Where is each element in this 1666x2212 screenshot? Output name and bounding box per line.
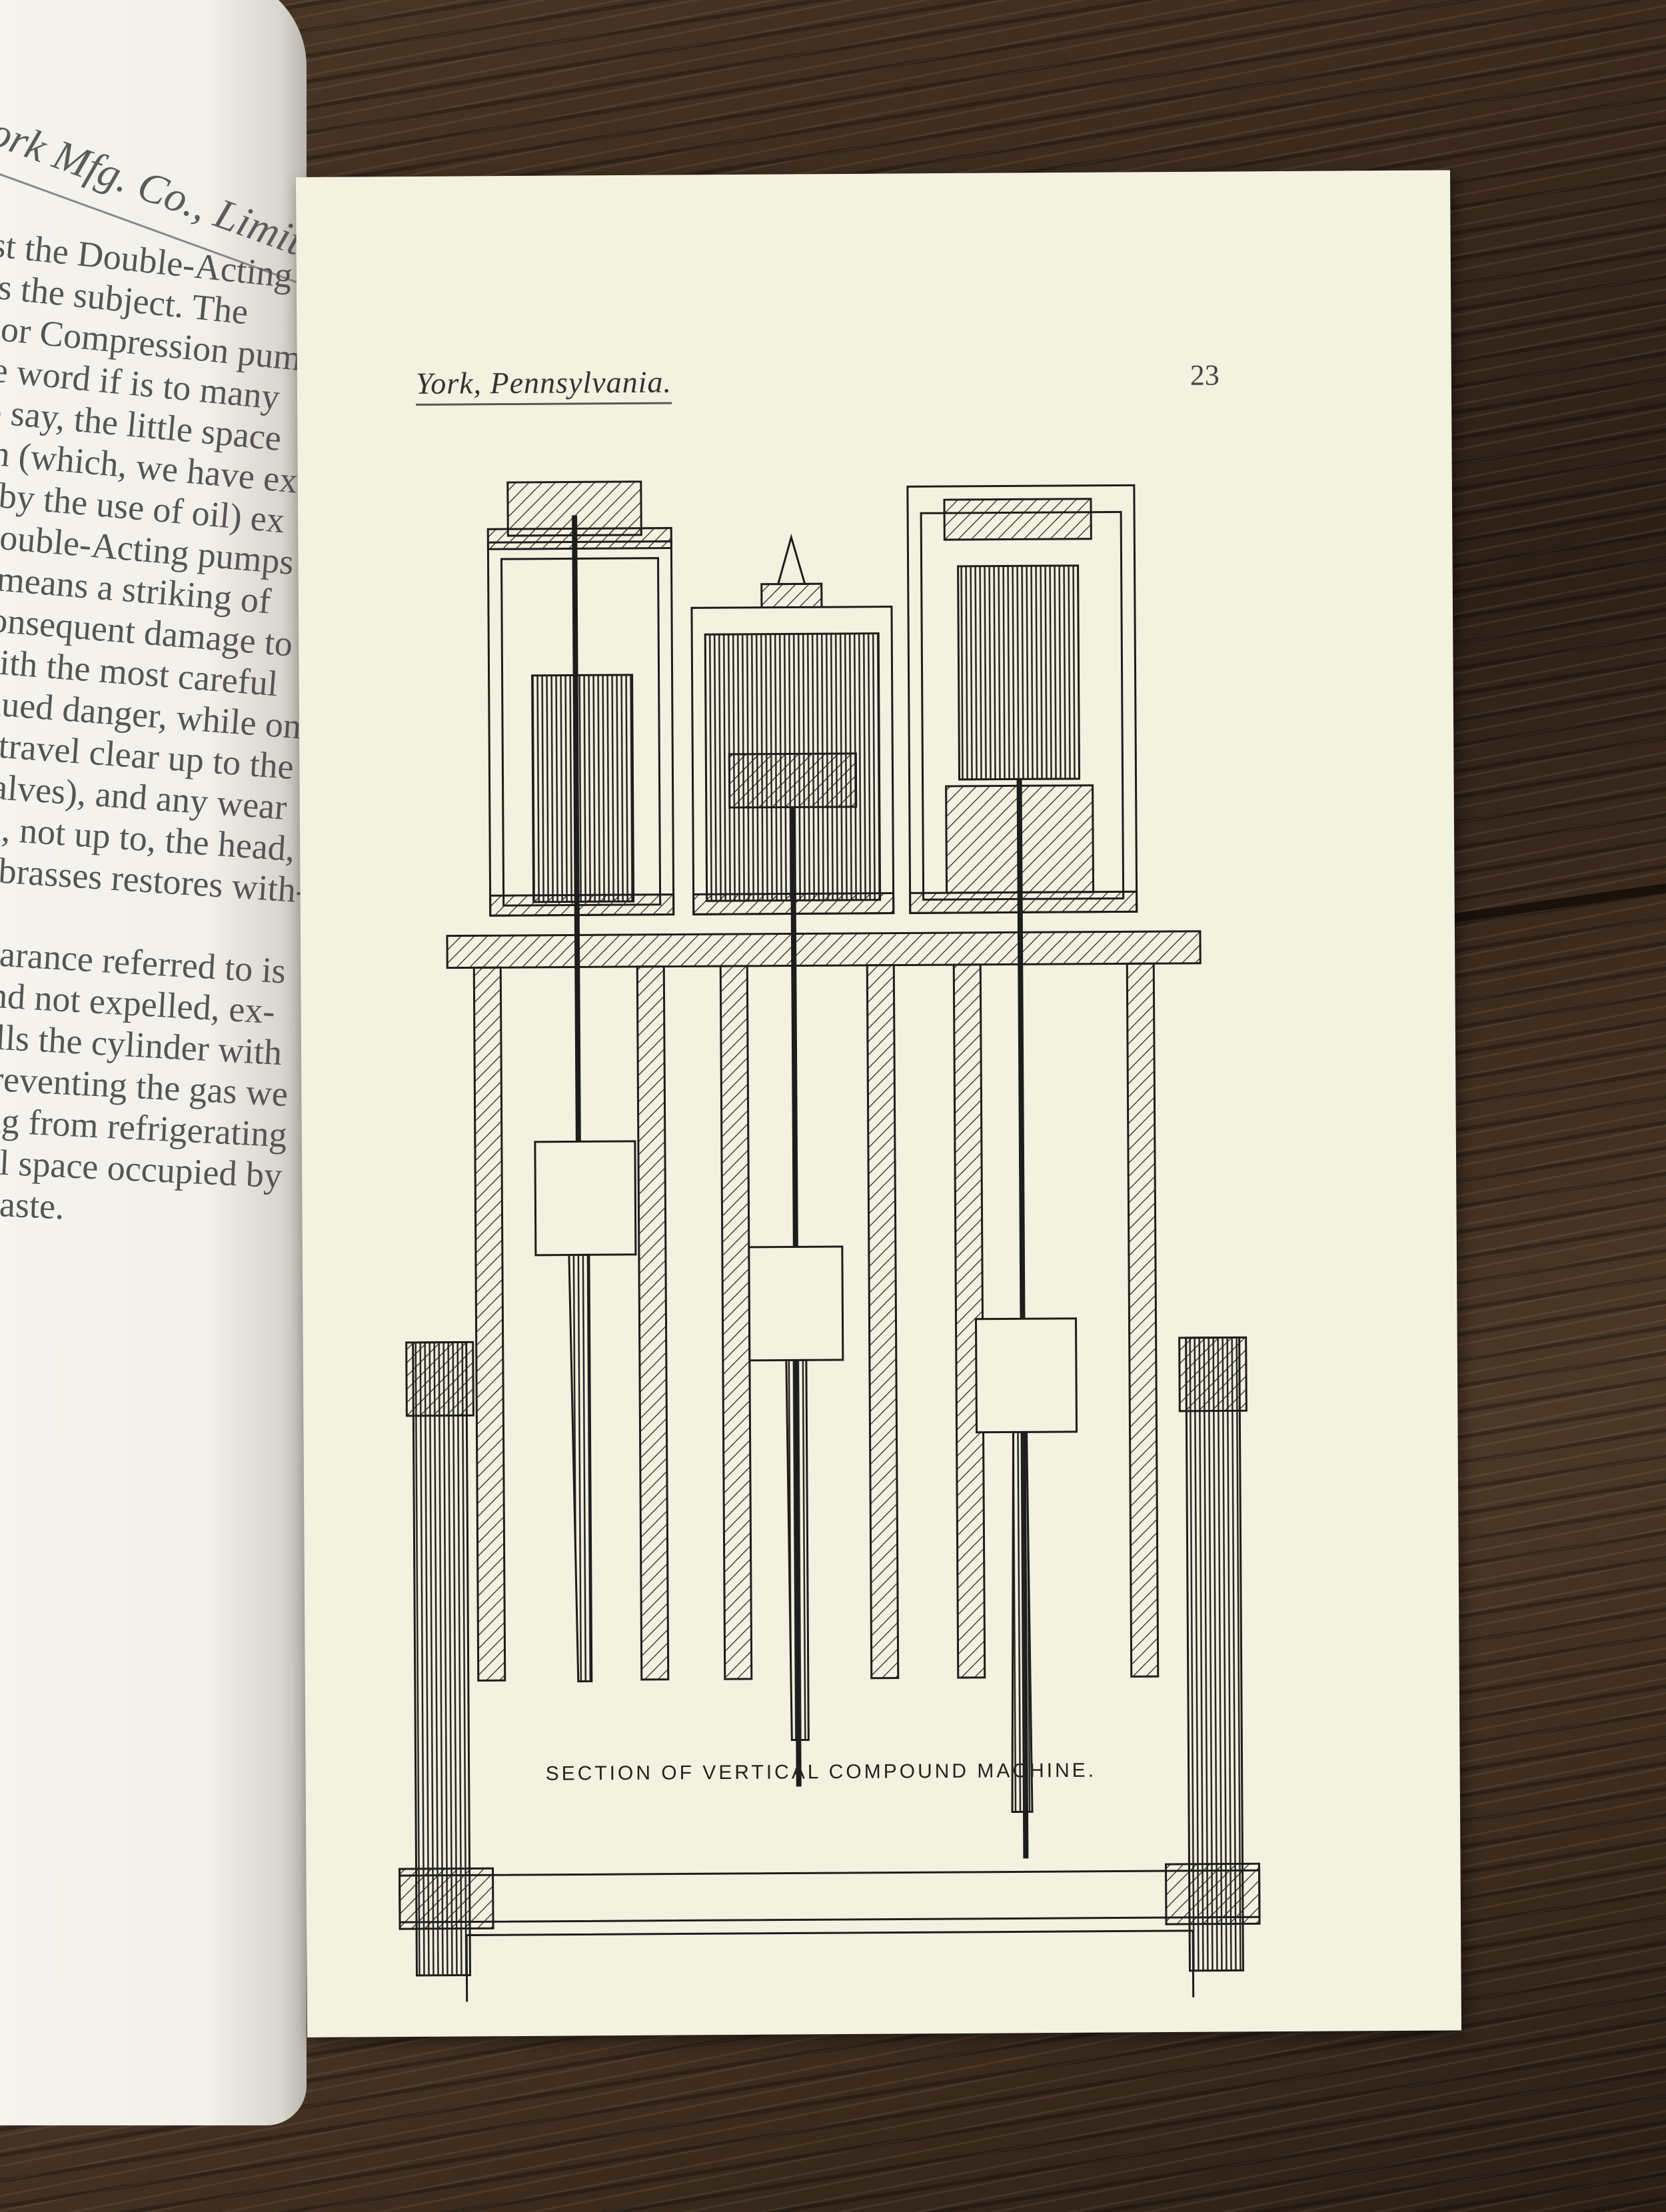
right-page: York, Pennsylvania. 23 — [296, 170, 1462, 2037]
machine-base — [465, 1930, 1195, 2003]
left-flywheel — [412, 1341, 471, 1977]
figure-caption: SECTION OF VERTICAL COMPOUND MACHINE. — [545, 1759, 1097, 1785]
right-cylinder — [906, 484, 1138, 1859]
left-cylinder — [486, 480, 675, 1195]
page-number: 23 — [1190, 358, 1220, 392]
crankshaft — [399, 1869, 1261, 1924]
right-flywheel — [1185, 1336, 1244, 1972]
left-page: ork Mfg. Co., Limited nst the Double-Act… — [0, 0, 307, 2125]
bed-plate — [446, 930, 1202, 969]
middle-cylinder — [690, 534, 895, 1787]
machine-section-drawing — [399, 480, 1261, 2003]
running-head: York, Pennsylvania. — [415, 364, 672, 406]
